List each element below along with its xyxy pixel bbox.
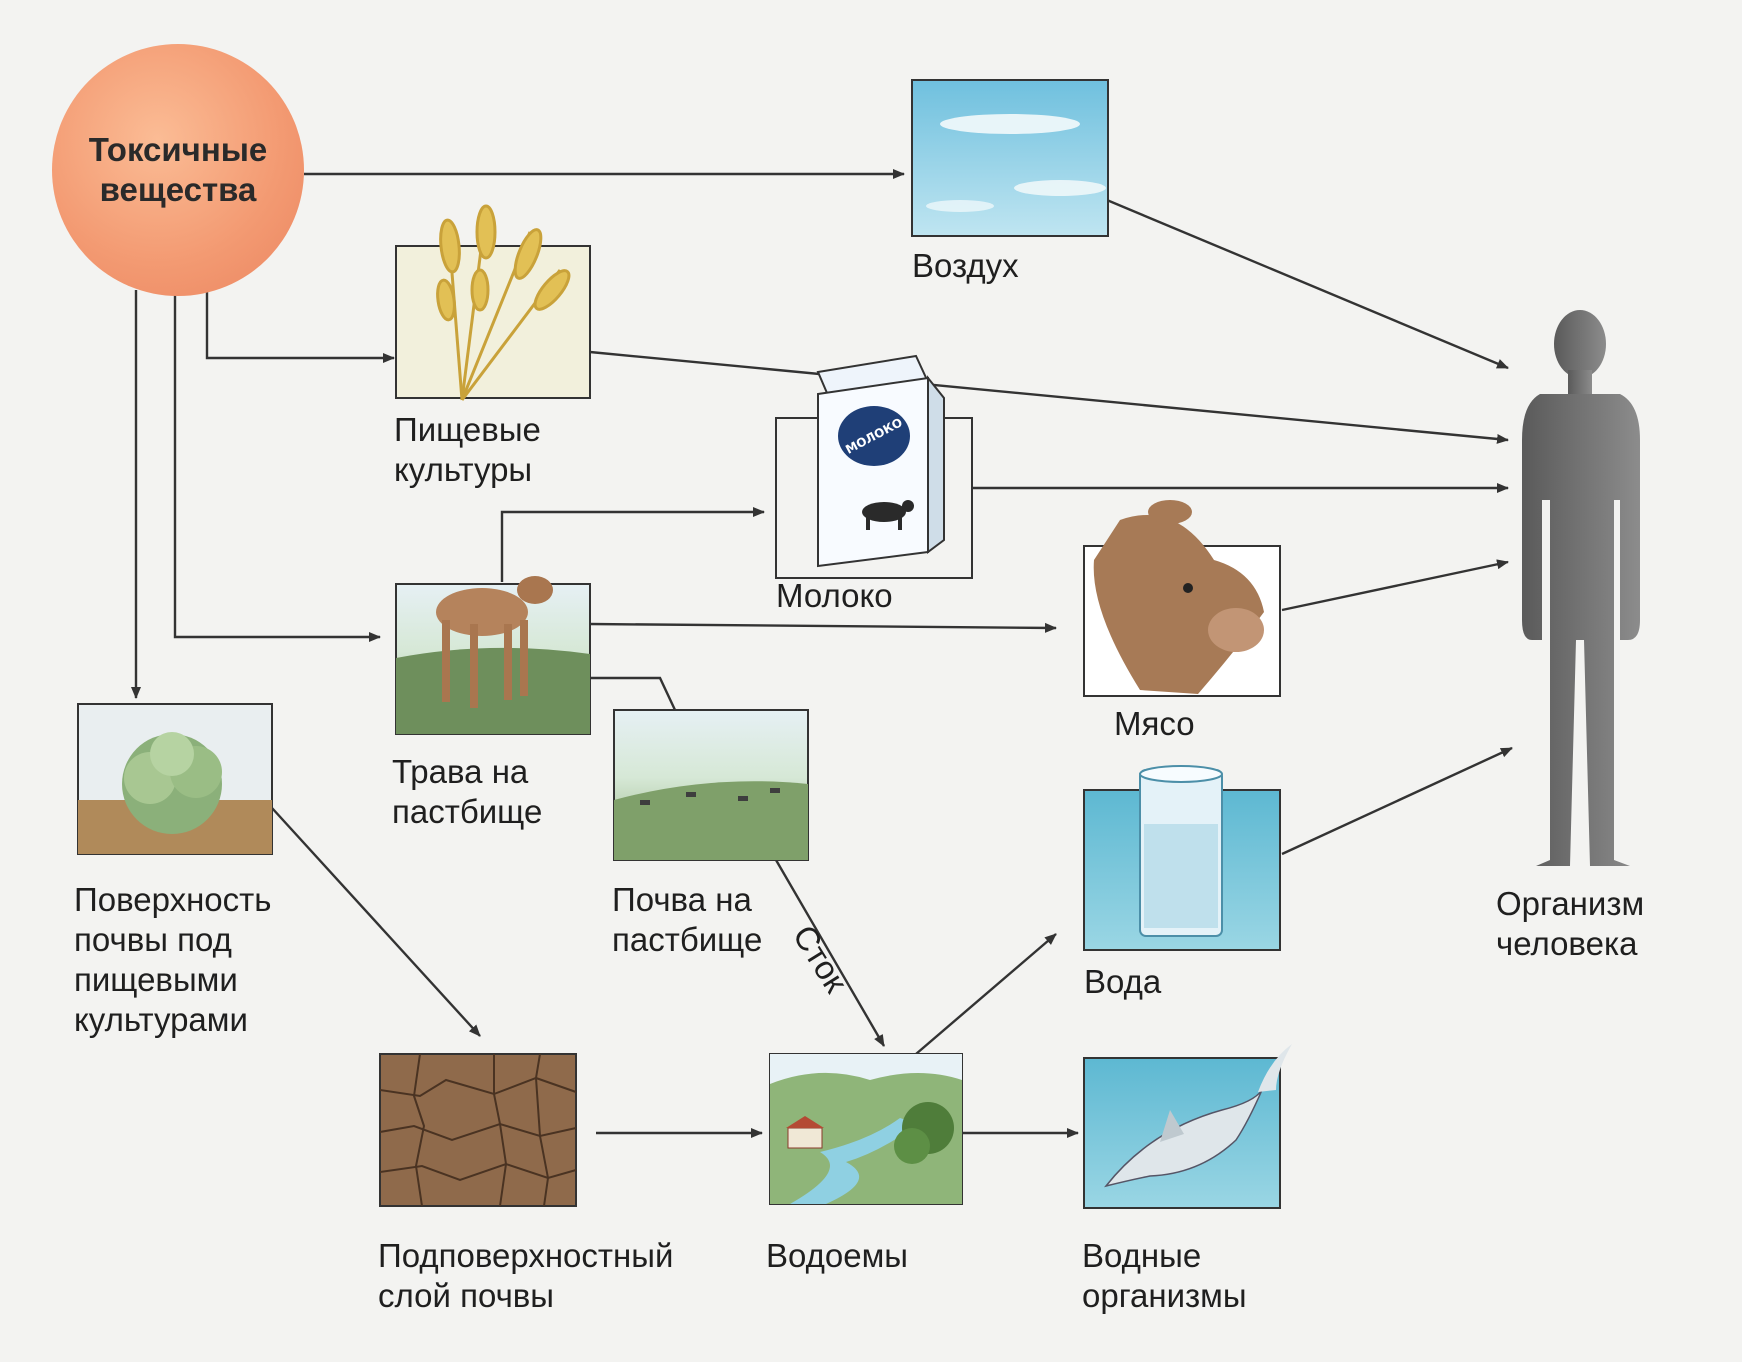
meat-label: Мясо bbox=[1114, 705, 1195, 742]
meat-picture bbox=[1083, 500, 1281, 697]
human-silhouette bbox=[1522, 310, 1640, 866]
aquatic-picture bbox=[1083, 1044, 1292, 1209]
arrow-grass-to-pasture-soil bbox=[590, 676, 677, 711]
arrows bbox=[131, 169, 1513, 1138]
pasture-soil-picture bbox=[613, 709, 809, 861]
crops-label: Пищевые культуры bbox=[394, 411, 541, 488]
grass-picture bbox=[395, 576, 591, 735]
arrow-pasture-soil-runoff bbox=[774, 859, 886, 1047]
waterbodies-picture bbox=[769, 1053, 963, 1205]
toxic-substances-label: Токсичные вещества bbox=[88, 131, 268, 208]
arrow-waterbodies-to-water bbox=[915, 933, 1057, 1055]
air-label: Воздух bbox=[912, 247, 1019, 284]
grass-label: Трава на пастбище bbox=[392, 753, 543, 830]
human-label: Организм человека bbox=[1496, 885, 1645, 962]
arrow-meat-to-human bbox=[1281, 559, 1509, 612]
arrow-toxic-to-grass bbox=[173, 290, 381, 642]
arrow-water-to-human bbox=[1281, 746, 1513, 856]
arrow-air-to-human bbox=[1039, 170, 1509, 370]
water-picture bbox=[1083, 765, 1281, 951]
water-label: Вода bbox=[1084, 963, 1162, 1000]
aquatic-label: Водные организмы bbox=[1082, 1237, 1247, 1314]
milk-picture: МОЛОКО bbox=[775, 354, 973, 579]
arrow-grass-to-meat bbox=[589, 622, 1057, 633]
soil-surface-label: Поверхность почвы под пищевыми культурам… bbox=[74, 881, 272, 1038]
subsoil-picture bbox=[379, 1053, 577, 1207]
arrow-toxic-to-crops bbox=[205, 290, 395, 363]
arrow-soil-surface-to-subsoil bbox=[271, 807, 481, 1037]
waterbodies-label: Водоемы bbox=[766, 1237, 909, 1274]
toxic-substances-node: Токсичные вещества bbox=[52, 44, 304, 296]
crops-picture bbox=[395, 204, 591, 401]
air-picture bbox=[911, 79, 1109, 237]
milk-label: Молоко bbox=[776, 577, 893, 614]
subsoil-label: Подповерхностный слой почвы bbox=[378, 1237, 674, 1314]
arrow-grass-to-milk bbox=[500, 507, 765, 582]
soil-surface-picture bbox=[77, 703, 273, 855]
pasture-soil-label: Почва на пастбище bbox=[612, 881, 763, 958]
arrow-crops-to-human bbox=[589, 350, 1509, 444]
